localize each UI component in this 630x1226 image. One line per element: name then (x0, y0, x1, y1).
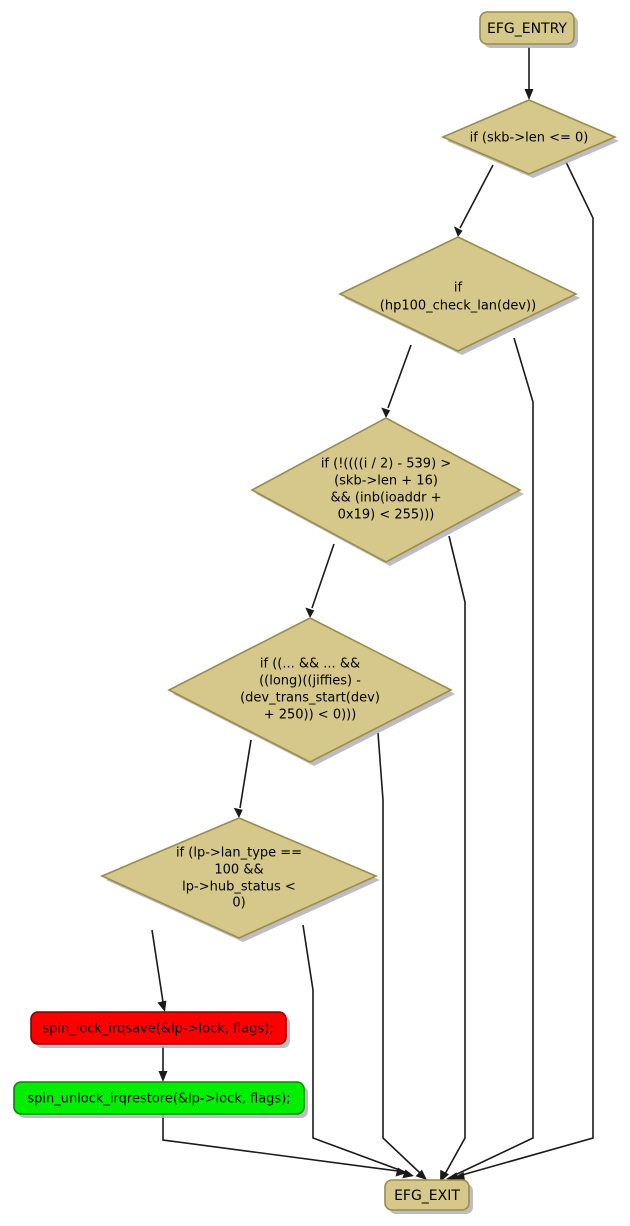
cond-lan-type-line-0: if (lp->lan_type == (176, 846, 302, 861)
arrowhead-entry-to-cond-skb-len (524, 89, 534, 100)
edge-cond-lan-type-to-exit (302, 924, 406, 1173)
node-cond-i-div-2[interactable]: if (!((((i / 2) - 539) > (skb->len + 16)… (250, 417, 524, 566)
cond-i-div-2-shape (250, 417, 522, 563)
cond-i-div-2-line-1: (skb->len + 16) (334, 474, 438, 489)
node-spin-unlock-irqrestore[interactable]: spin_unlock_irqrestore(&lp->lock, flags)… (13, 1081, 308, 1118)
cond-jiffies-line-0: if ((... && ... && (260, 657, 360, 672)
spin-unlock-box (13, 1081, 305, 1115)
arrowhead-cond-jiffies-to-cond-lan-type (233, 807, 243, 818)
arrowhead-cond-i-div-2-to-cond-jiffies (305, 607, 315, 618)
exit-label: EFG_EXIT (394, 1188, 460, 1204)
cond-lan-type-shape (100, 817, 378, 939)
edge-cond-i-div-2-to-cond-jiffies (311, 543, 335, 609)
cond-lan-type-line-2: lp->hub_status < (182, 880, 296, 895)
cond-i-div-2-line-2: && (inb(ioaddr + (330, 491, 441, 506)
cond-skb-len-line-0: if (skb->len <= 0) (470, 131, 589, 146)
node-spin-lock-irqsave[interactable]: spin_lock_irqsave(&lp->lock, flags); (30, 1011, 290, 1048)
arrowhead-spin-lock-to-spin-unlock (158, 1071, 168, 1082)
edge-cond-skb-len-to-exit (461, 161, 594, 1176)
node-cond-lan-type[interactable]: if (lp->lan_type == 100 && lp->hub_statu… (100, 817, 380, 942)
arrowhead-cond-lan-type-to-spin-lock (157, 1000, 167, 1012)
arrowhead-cond-i-div-2-to-exit (440, 1169, 450, 1182)
cond-skb-len-shape (440, 99, 618, 175)
edge-layer (151, 47, 594, 1182)
cond-jiffies-line-2: (dev_trans_start(dev) (240, 691, 380, 706)
arrowhead-cond-lan-type-to-exit (402, 1169, 414, 1179)
arrowhead-cond-check-lan-to-cond-i-div-2 (381, 407, 391, 418)
cond-check-lan-line-1: (hp100_check_lan(dev)) (380, 299, 536, 314)
cond-jiffies-shape (167, 617, 453, 763)
edge-cond-check-lan-to-exit (454, 337, 534, 1176)
arrowhead-cond-skb-len-to-cond-check-lan (453, 226, 463, 237)
arrowhead-cond-skb-len-to-exit (453, 1172, 466, 1182)
entry-box (479, 11, 575, 45)
spin-lock-box (30, 1011, 287, 1045)
node-cond-skb-len[interactable]: if (skb->len <= 0) (440, 99, 619, 178)
edge-cond-jiffies-to-cond-lan-type (239, 739, 252, 809)
edge-spin-unlock-to-exit (162, 1113, 399, 1172)
cond-jiffies-line-3: + 250)) < 0))) (264, 708, 357, 723)
cond-lan-type-line-1: 100 && (214, 863, 263, 878)
cond-i-div-2-line-0: if (!((((i / 2) - 539) > (321, 457, 451, 472)
edge-cond-jiffies-to-exit (377, 732, 421, 1174)
edge-cond-lan-type-to-spin-lock (151, 929, 164, 1003)
edge-cond-i-div-2-to-exit (444, 535, 466, 1175)
entry-label: EFG_ENTRY (487, 21, 567, 37)
cond-check-lan-line-0: if (454, 281, 463, 296)
arrowhead-spin-unlock-to-exit (395, 1167, 407, 1177)
cond-lan-type-line-3: 0) (232, 896, 245, 911)
edge-cond-check-lan-to-cond-i-div-2 (387, 344, 412, 409)
node-efg-entry[interactable]: EFG_ENTRY (479, 11, 578, 48)
edge-cond-skb-len-to-cond-check-lan (459, 164, 494, 229)
node-cond-jiffies[interactable]: if ((... && ... && ((long)((jiffies) - (… (167, 617, 455, 766)
node-cond-check-lan[interactable]: if (hp100_check_lan(dev)) (338, 236, 580, 355)
spin-lock-label: spin_lock_irqsave(&lp->lock, flags); (42, 1022, 273, 1037)
spin-unlock-label: spin_unlock_irqrestore(&lp->lock, flags)… (27, 1092, 290, 1107)
cond-i-div-2-line-3: 0x19) < 255))) (338, 508, 435, 523)
arrowhead-cond-jiffies-to-exit (415, 1169, 427, 1180)
node-efg-exit[interactable]: EFG_EXIT (384, 1179, 473, 1214)
cond-check-lan-shape (338, 236, 578, 352)
exit-box (384, 1179, 470, 1211)
cond-jiffies-line-1: ((long)((jiffies) - (259, 674, 361, 689)
